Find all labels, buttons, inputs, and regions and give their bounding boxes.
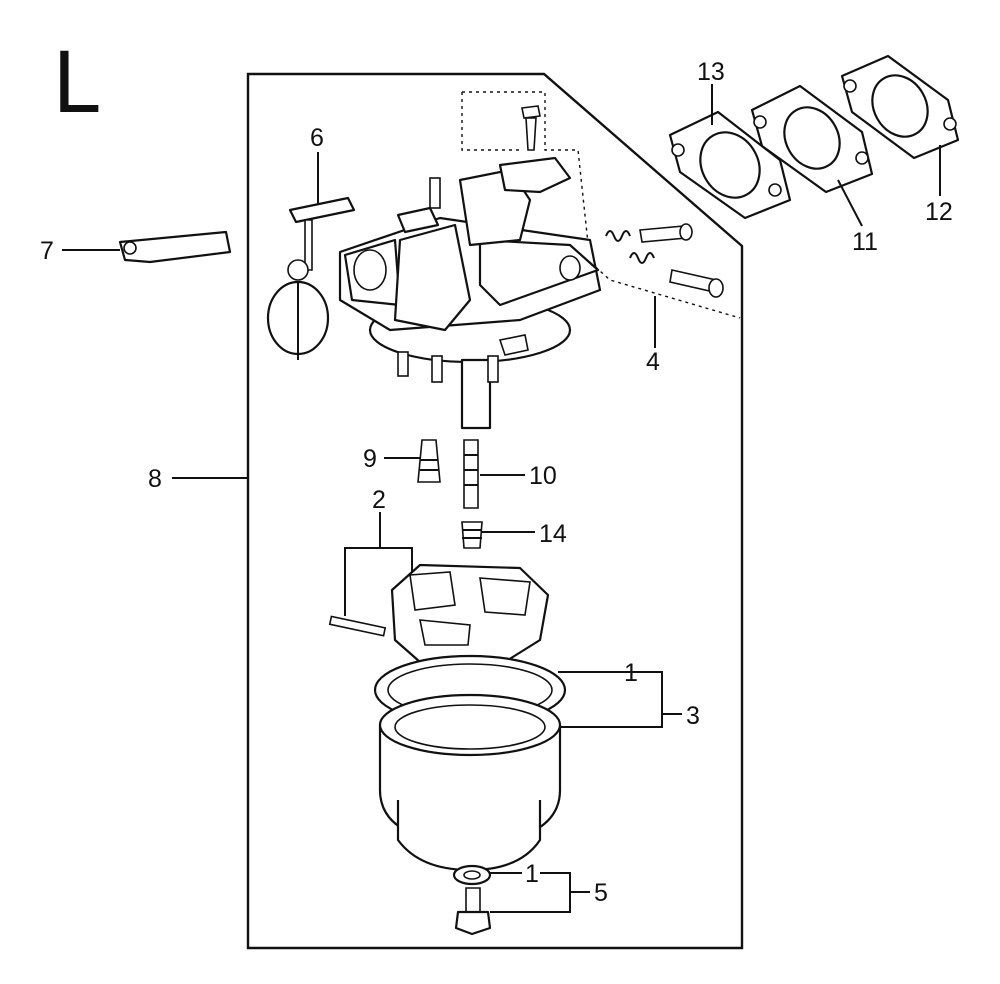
main-jet: [417, 439, 441, 483]
section-letter: L: [52, 34, 99, 132]
float-chamber: [378, 693, 562, 872]
callout-1-gasket: 1: [624, 659, 638, 687]
carburetor-body: [338, 156, 602, 430]
callout-10: 10: [529, 462, 557, 490]
callout-12: 12: [925, 198, 953, 226]
callout-7: 7: [40, 237, 54, 265]
callout-2: 2: [372, 486, 386, 514]
assembly-border: [246, 72, 744, 950]
callout-13: 13: [697, 58, 725, 86]
insulator-11: [750, 84, 874, 194]
callout-14: 14: [539, 520, 567, 548]
callout-6: 6: [310, 124, 324, 152]
gasket-12: [840, 54, 960, 160]
adjust-screws-springs: [605, 223, 724, 298]
choke-lever: [266, 196, 356, 360]
float: [328, 563, 550, 667]
callout-1-washer: 1: [525, 860, 539, 888]
pilot-screw-top: [521, 105, 541, 151]
jet-14: [461, 521, 483, 549]
drain-bolt: [454, 887, 492, 936]
throttle-lever: [118, 230, 232, 264]
callout-3: 3: [686, 702, 700, 730]
gasket-13: [668, 110, 792, 220]
drain-washer: [452, 864, 492, 886]
leader-lines: [62, 84, 941, 913]
callout-8: 8: [148, 465, 162, 493]
needle-jet: [463, 439, 479, 509]
callout-5: 5: [594, 879, 608, 907]
callout-9: 9: [363, 445, 377, 473]
callout-4: 4: [646, 348, 660, 376]
callout-11: 11: [852, 228, 878, 256]
